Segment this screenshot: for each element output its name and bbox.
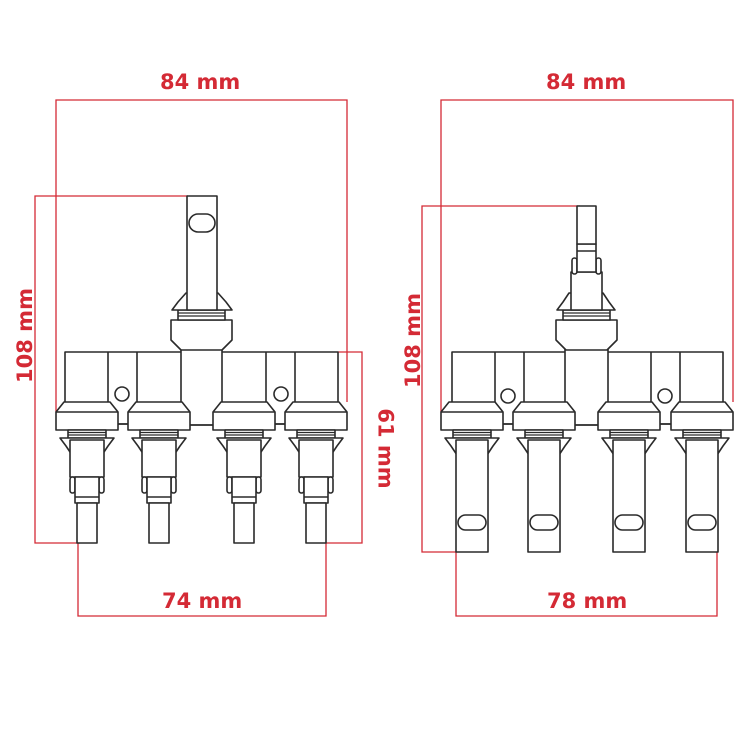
right-connector-drawing: [421, 99, 734, 617]
left-output-span-label: 74 mm: [162, 589, 243, 613]
left-height-label: 108 mm: [12, 288, 37, 383]
left-width-label: 84 mm: [160, 70, 241, 94]
right-width-label: 84 mm: [546, 70, 627, 94]
right-height-label: 108 mm: [400, 293, 425, 388]
left-connector-drawing: [34, 99, 363, 617]
right-output-span-label: 78 mm: [547, 589, 628, 613]
left-output-height-label: 61 mm: [373, 408, 398, 489]
